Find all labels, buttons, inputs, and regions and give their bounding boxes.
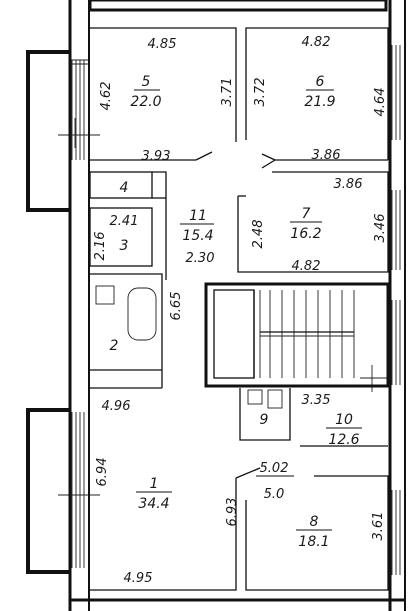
room-6-area: 21.9	[304, 94, 335, 110]
room-11-area: 15.4	[182, 228, 213, 244]
room-9	[239, 388, 291, 441]
room-10-number: 10	[335, 412, 353, 428]
dim-r5-height: 4.62	[99, 82, 114, 111]
room-2-number: 2	[110, 338, 119, 354]
room-5	[90, 27, 237, 161]
room-10-area: 12.6	[328, 432, 359, 448]
room-6	[245, 27, 389, 169]
room-1-number: 1	[150, 476, 159, 492]
dim-r7-height: 3.46	[373, 214, 388, 243]
dim-r8-top: 5.02	[260, 461, 289, 476]
room-2	[90, 273, 163, 371]
room-4-number: 4	[120, 180, 129, 196]
room-8	[245, 475, 389, 591]
dim-r1-height: 6.94	[95, 458, 110, 487]
room-5-number: 5	[142, 74, 151, 90]
dim-r3-width: 2.41	[110, 214, 139, 229]
room-7	[237, 171, 389, 273]
dim-r6-height: 4.64	[373, 88, 388, 117]
dim-r11-width: 2.30	[186, 251, 215, 266]
dim-r1-width: 4.96	[102, 399, 131, 414]
dim-r7-top: 3.86	[334, 177, 363, 192]
room-11	[161, 266, 167, 388]
dim-r5-bottom: 3.93	[142, 149, 171, 164]
outer-walls	[68, 0, 406, 611]
dim-r8-width: 5.0	[264, 487, 285, 502]
dim-r7-left: 2.48	[251, 220, 266, 249]
dim-r3-height: 2.16	[93, 232, 108, 261]
dim-r5-width: 4.85	[148, 37, 177, 52]
dim-r8-left: 6.93	[225, 498, 240, 527]
room-3	[89, 171, 167, 267]
balcony-bottom	[26, 408, 100, 574]
room-7-area: 16.2	[290, 226, 321, 242]
room-1-area: 34.4	[138, 496, 169, 512]
room-9-number: 9	[260, 412, 269, 428]
dim-r6-width: 4.82	[302, 35, 331, 50]
top-partial-room	[88, 0, 388, 12]
balcony-top	[26, 50, 100, 212]
room-5-area: 22.0	[130, 94, 161, 110]
room-6-number: 6	[316, 74, 325, 90]
dim-r1-bottom: 4.95	[124, 571, 153, 586]
room-4	[89, 171, 153, 199]
dim-r5-inner: 3.71	[220, 78, 235, 107]
room-8-number: 8	[310, 514, 319, 530]
dim-r7-bottom: 4.82	[292, 259, 321, 274]
room-3-number: 3	[120, 238, 129, 254]
right-windows	[360, 45, 401, 575]
room-7-number: 7	[302, 206, 311, 222]
dim-r6-bottom: 3.86	[312, 148, 341, 163]
dim-r8-height: 3.61	[371, 512, 386, 541]
room-8-area: 18.1	[298, 534, 329, 550]
dim-r10-width: 3.35	[302, 393, 331, 408]
dim-r6-inner: 3.72	[253, 78, 268, 107]
stairwell	[204, 282, 390, 388]
room-11-number: 11	[189, 208, 207, 224]
dim-r2-height: 6.65	[169, 292, 184, 321]
room-1	[90, 387, 261, 591]
